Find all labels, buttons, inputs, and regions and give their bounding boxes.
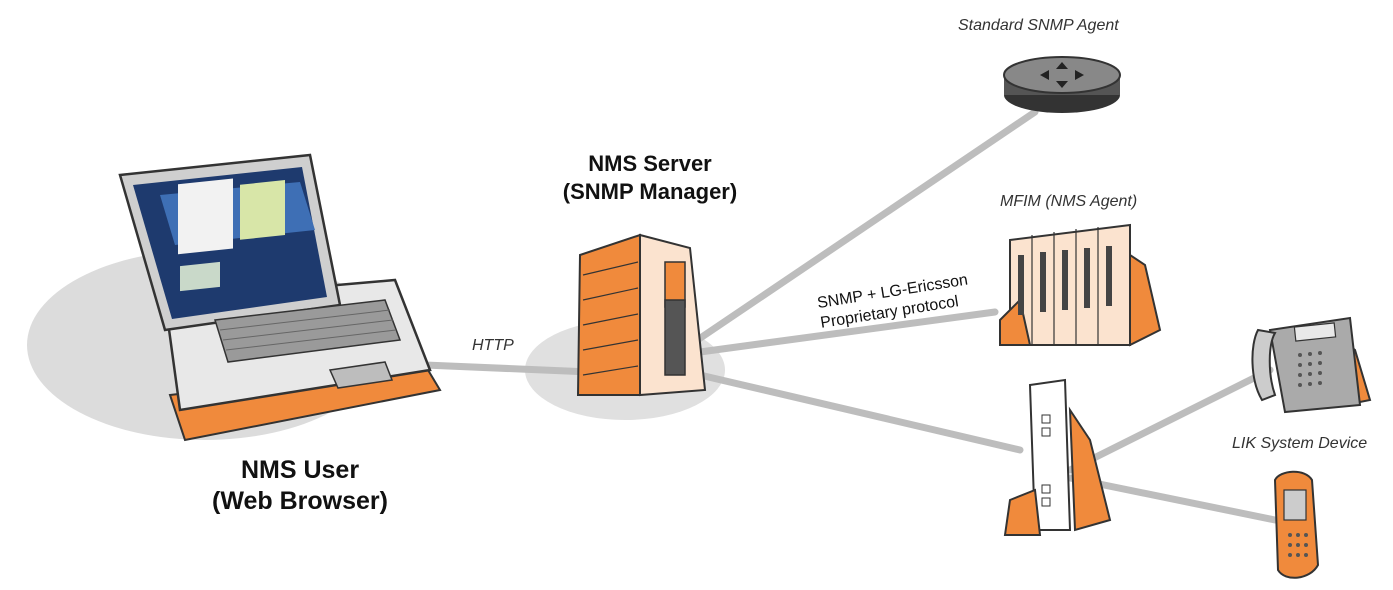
desk-phone-icon [1251, 316, 1372, 414]
nms-server-line1: NMS Server [588, 151, 712, 176]
laptop-icon [118, 153, 442, 442]
cabinet-icon [999, 223, 1162, 347]
server-tower-icon [576, 233, 707, 397]
mobile-phone-icon [1273, 470, 1320, 579]
link-gateway-to-mobile [1066, 474, 1279, 524]
nms-server-label: NMS Server (SNMP Manager) [530, 150, 770, 206]
http-label: HTTP [472, 337, 514, 354]
link-to-gateway [696, 371, 1024, 454]
http-link [421, 361, 594, 376]
link-to-standard-agent [686, 108, 1039, 349]
mfim-label: MFIM (NMS Agent) [1000, 193, 1138, 210]
link-to-mfim [696, 308, 999, 356]
lik-system-device-label: LIK System Device [1232, 435, 1368, 452]
connection-lines [421, 108, 1279, 524]
nms-user-label: NMS User (Web Browser) [160, 455, 440, 517]
router-icon [1003, 56, 1121, 113]
standard-snmp-agent-label: Standard SNMP Agent [958, 17, 1119, 34]
nms-server-line2: (SNMP Manager) [562, 179, 738, 204]
nms-user-line1: NMS User [240, 456, 360, 484]
gateway-icon [1003, 378, 1112, 536]
link-gateway-to-deskphone [1066, 366, 1274, 474]
snmp-protocol-label: SNMP + LG-Ericsson Proprietary protocol [816, 271, 969, 331]
nms-user-line2: (Web Browser) [212, 487, 388, 515]
